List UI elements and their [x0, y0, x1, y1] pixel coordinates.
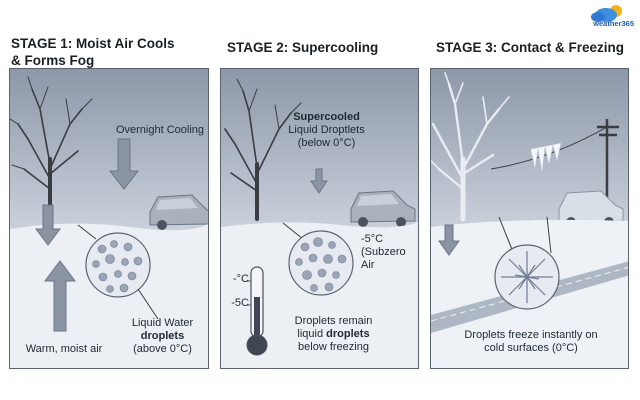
car-icon: [350, 190, 416, 227]
stage-2-panel: Supercooled Liquid Droptlets (below 0°C)…: [220, 68, 419, 369]
stage-3-illustration: [431, 72, 628, 368]
warm-moist-air-label: Warm, moist air: [25, 343, 103, 355]
stage-3-title: STAGE 3: Contact & Freezing: [436, 40, 625, 55]
stage-3-caption: Droplets freeze instantly on cold surfac…: [464, 329, 598, 354]
car-icon: [149, 194, 208, 230]
thermometer-icon: [246, 266, 268, 356]
weather365-logo: [584, 2, 634, 32]
stage-2-title: STAGE 2: Supercooling: [227, 40, 379, 55]
thermometer-tick-bottom: -5C: [231, 297, 249, 309]
ice-crystal-icon: [501, 251, 553, 303]
cloud-sun-icon: [591, 5, 622, 22]
stage-1-title: STAGE 1: Moist Air Cools & Forms Fog: [11, 36, 175, 68]
thermometer-tick-top: -°C: [232, 273, 249, 285]
overnight-cooling-label: Overnight Cooling: [115, 124, 205, 136]
stage-1-illustration: [10, 76, 208, 368]
liquid-droplets-label: Liquid Water droplets (above 0°C): [131, 317, 194, 355]
brand-name: weather365: [593, 19, 634, 28]
supercooled-droplets-label: Supercooled Liquid Droptlets (below 0°C): [288, 111, 365, 149]
subzero-air-label: -5°C (Subzero Air: [361, 233, 406, 271]
stage-1-panel: Overnight Cooling Liquid Water droplets …: [9, 68, 209, 369]
stage-2-caption: Droplets remain liquid droplets below fr…: [294, 315, 373, 353]
stage-3-panel: Droplets freeze instantly on cold surfac…: [430, 68, 629, 369]
stage-2-illustration: [221, 78, 418, 368]
